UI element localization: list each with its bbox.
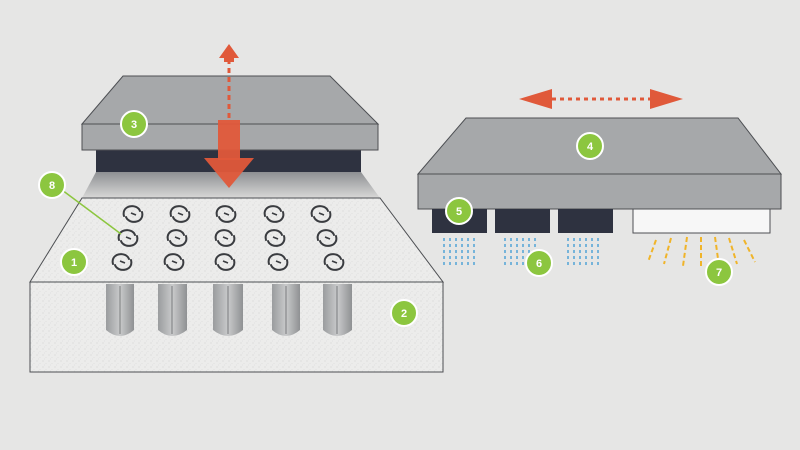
plate-front xyxy=(417,173,782,210)
coolant-drops xyxy=(443,238,599,268)
ray-line xyxy=(663,237,672,265)
badge-6: 6 xyxy=(525,249,553,277)
substrate-top xyxy=(29,197,444,283)
badge-1-label: 1 xyxy=(71,257,77,269)
badge-3: 3 xyxy=(120,110,148,138)
heat-rays xyxy=(647,236,756,267)
coil-icon xyxy=(122,205,144,223)
white-block xyxy=(632,208,771,234)
down-arrow-icon xyxy=(204,120,254,188)
dark-block xyxy=(558,209,613,233)
badge-2: 2 xyxy=(390,299,418,327)
ray-line xyxy=(647,239,657,263)
coil-icon xyxy=(169,205,191,223)
up-arrow-icon xyxy=(219,44,239,118)
coil-icon xyxy=(117,229,139,247)
posts xyxy=(106,284,352,336)
badge-2-label: 2 xyxy=(401,308,407,320)
coil-icon xyxy=(310,205,332,223)
dark-block xyxy=(495,209,550,233)
left-assembly xyxy=(29,44,444,373)
coil-icon xyxy=(263,205,285,223)
badge-7-label: 7 xyxy=(716,267,722,279)
badge-4: 4 xyxy=(576,132,604,160)
ray-line xyxy=(682,236,688,267)
coil-icon xyxy=(316,229,338,247)
badge-7: 7 xyxy=(705,258,733,286)
badge-4-label: 4 xyxy=(587,141,594,153)
badge-3-label: 3 xyxy=(131,119,137,131)
coil-grid xyxy=(111,205,345,271)
badge-1: 1 xyxy=(60,248,88,276)
right-assembly xyxy=(416,89,783,268)
badge-8: 8 xyxy=(38,171,66,199)
badges: 1 2 3 4 5 6 7 8 xyxy=(38,110,733,327)
leader-line xyxy=(57,186,122,235)
badge-8-label: 8 xyxy=(49,180,55,192)
ray-line xyxy=(743,239,756,263)
coil-icon xyxy=(264,229,286,247)
badge-5-label: 5 xyxy=(456,206,462,218)
coil-icon xyxy=(267,253,289,271)
double-arrow-icon xyxy=(519,89,683,109)
coil-icon xyxy=(163,253,185,271)
coil-icon xyxy=(166,229,188,247)
coil-icon xyxy=(214,229,236,247)
coil-icon xyxy=(214,253,236,271)
coil-icon xyxy=(323,253,345,271)
ray-line xyxy=(728,237,738,265)
badge-5: 5 xyxy=(445,197,473,225)
coil-icon xyxy=(215,205,237,223)
badge-6-label: 6 xyxy=(536,258,542,270)
coil-icon xyxy=(111,253,133,271)
